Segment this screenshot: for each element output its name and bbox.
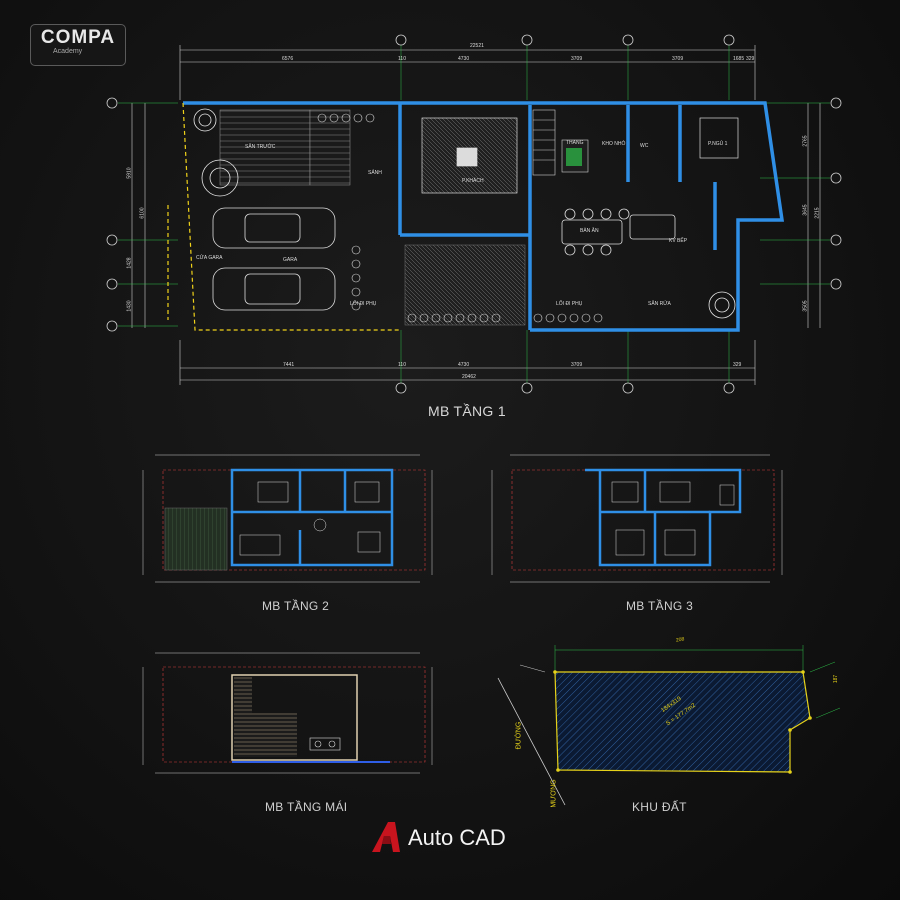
label-loi-di-phu-2: LỐI ĐI PHỤ (556, 301, 583, 307)
dim-left-2: 6100 (139, 207, 146, 219)
dim-top-total: 22521 (470, 43, 484, 49)
logo-sub: Academy (53, 48, 83, 55)
plan-tang-mai (142, 652, 433, 774)
dim-top-6: 1685 (733, 56, 745, 62)
dim-left-3: 1428 (126, 257, 133, 269)
bed-icon (699, 117, 739, 159)
caption-mb-tang-2: MB TẦNG 2 (262, 599, 330, 613)
dim-top-3: 4730 (458, 56, 470, 62)
caption-mb-tang-3: MB TẦNG 3 (626, 599, 694, 613)
dim-bottom-4: 3709 (571, 362, 583, 368)
label-san-truoc: SÂN TRƯỚC (245, 144, 276, 150)
roof-garden (164, 507, 228, 571)
khu-dat-street-b: MƯƠNG (550, 779, 558, 808)
caption-khu-dat: KHU ĐẤT (632, 800, 687, 814)
dim-left-4: 1430 (126, 300, 133, 312)
dim-right-2: 3645 (802, 204, 809, 216)
dim-top-5: 3709 (672, 56, 684, 62)
label-p-khach: P.KHÁCH (462, 178, 484, 184)
land-plot (554, 671, 811, 773)
label-cua-gara: CỬA GARA (196, 255, 223, 261)
dim-bottom-3: 4730 (458, 362, 470, 368)
label-san-rua: SÂN RỬA (648, 301, 671, 307)
tree-icon (193, 108, 736, 319)
dim-bottom-2: 110 (398, 362, 406, 368)
label-p-ngu-1: P.NGỦ 1 (708, 141, 728, 147)
label-thang: THANG (566, 140, 584, 146)
khu-dat-street-a: ĐƯỜNG (515, 721, 523, 750)
dim-left-1: 5910 (126, 167, 133, 179)
plan-tang-3 (491, 454, 783, 583)
autocad-brand: Auto CAD (372, 822, 506, 854)
dim-top-2: 110 (398, 56, 406, 62)
label-ban-an: BÀN ĂN (580, 228, 599, 234)
dim-top-7: 329 (746, 56, 755, 62)
label-kho-nho: KHO NHỎ (602, 141, 626, 147)
dim-right-3: 2215 (814, 207, 821, 219)
caption-mb-tang-1: MB TẦNG 1 (428, 403, 506, 419)
label-gara: GARA (283, 257, 298, 263)
plan-tang-2 (142, 454, 433, 583)
dim-bottom-total: 20462 (462, 374, 476, 380)
label-kv-bep: KV BẾP (669, 238, 688, 244)
autocad-logo-icon (372, 822, 400, 852)
dim-right-1: 2765 (802, 135, 809, 147)
sofa-icon (421, 117, 518, 194)
dim-bottom-1: 7441 (283, 362, 295, 368)
plan-tang-1 (106, 34, 842, 394)
label-sanh: SẢNH (368, 170, 382, 176)
plant-icon (566, 148, 582, 166)
label-loi-di-phu-1: LỐI ĐI PHỤ (350, 301, 377, 307)
dim-top-4: 3709 (571, 56, 583, 62)
dim-bottom-5: 329 (733, 362, 742, 368)
caption-mb-tang-mai: MB TẦNG MÁI (265, 800, 348, 814)
label-wc: WC (640, 143, 649, 149)
dim-top-1: 6576 (282, 56, 294, 62)
brand-text: Auto CAD (408, 825, 506, 850)
logo-name: COMPA (40, 27, 116, 48)
dim-right-4: 3505 (802, 300, 809, 312)
khu-dat-dim-right: 187 (833, 674, 840, 684)
car-icon (212, 207, 336, 311)
dining-table-icon (561, 208, 676, 256)
plan-khu-dat (497, 645, 841, 806)
compa-logo: COMPA Academy (30, 24, 126, 66)
